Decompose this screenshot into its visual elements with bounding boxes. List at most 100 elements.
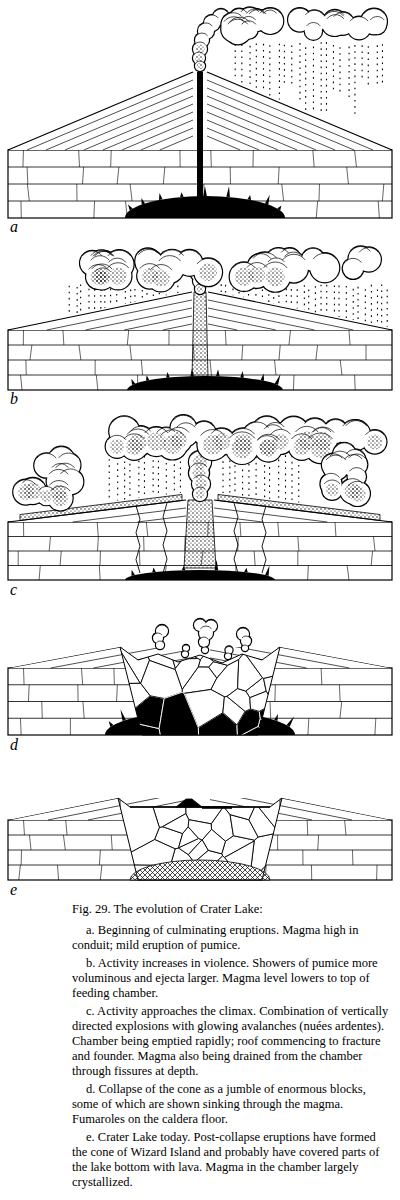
cone-layer	[65, 96, 193, 150]
bedrock-joint	[282, 184, 284, 201]
cloud-billow	[346, 450, 363, 454]
falling-pumice	[232, 289, 233, 296]
cloud-stipple	[350, 486, 366, 502]
lava-flow	[202, 806, 232, 809]
cloud-fill	[156, 625, 168, 637]
foundered-block	[227, 689, 251, 712]
bedrock-joint	[335, 522, 337, 537]
bedrock-joint	[39, 566, 40, 581]
bedrock-joint	[355, 150, 357, 167]
caption-note: a. Beginning of culminating eruptions. M…	[72, 923, 394, 953]
bedrock-joint	[41, 702, 43, 719]
falling-pumice	[368, 46, 369, 89]
cloud-billow	[304, 248, 322, 253]
crystallized-chamber	[130, 860, 270, 880]
bedrock-joint	[99, 850, 100, 865]
cloud-billow	[49, 481, 68, 486]
panel-d-section	[8, 618, 392, 739]
bedrock-joint	[254, 551, 255, 566]
bedrock-joint	[313, 150, 314, 167]
magma-dike	[159, 193, 163, 200]
bedrock-joint	[76, 184, 77, 201]
magma-dike	[244, 568, 248, 573]
cloud-fill	[225, 19, 250, 44]
roof-fracture	[163, 503, 167, 573]
caldera-outline	[120, 647, 280, 735]
bedrock-joint	[293, 375, 295, 390]
bedrock-joint	[99, 566, 101, 581]
cone-layer	[47, 300, 192, 330]
bedrock-joint	[95, 360, 96, 375]
cloud-billow	[112, 416, 136, 422]
falling-pumice	[158, 455, 159, 496]
falling-pumice	[305, 47, 306, 110]
cloud-billow	[228, 19, 248, 24]
magma-chamber	[125, 196, 285, 218]
bedrock-joint	[339, 685, 341, 702]
bedrock-joint	[22, 150, 24, 167]
falling-pumice	[222, 455, 223, 493]
caldera-outline	[118, 798, 282, 880]
bedrock-joint	[274, 685, 275, 702]
cloud-fill	[202, 647, 208, 653]
cloud-billow	[324, 11, 343, 16]
magma-conduit	[197, 72, 203, 200]
cloud-billow	[140, 264, 160, 269]
cloud-stipple	[163, 435, 182, 454]
cloud-billow	[157, 641, 163, 643]
falling-pumice	[241, 44, 242, 83]
cloud-fill	[345, 481, 370, 506]
cloud-stipple	[109, 267, 126, 284]
falling-pumice	[297, 289, 298, 308]
cloud-billow	[295, 426, 318, 432]
bedrock-joint	[275, 360, 276, 375]
collapsed-cone	[8, 634, 392, 668]
cone-layer	[210, 784, 392, 820]
cloud-billow	[271, 429, 291, 434]
bedrock-joint	[302, 850, 303, 865]
magma-dike	[216, 369, 220, 376]
panel-letter: a	[10, 218, 18, 235]
cloud-stipple	[326, 483, 339, 496]
cloud-billow	[211, 428, 232, 433]
cloud-billow	[93, 251, 114, 256]
cloud-billow	[108, 435, 126, 439]
cone-layer	[207, 112, 297, 150]
falling-pumice	[262, 289, 263, 301]
magma-dike	[248, 195, 252, 200]
caption-note: c. Activity approaches the climax. Combi…	[72, 1004, 394, 1079]
bedrock-joint	[113, 668, 114, 685]
falling-pumice	[129, 458, 130, 499]
falling-pumice	[381, 284, 382, 325]
cloud-billow	[157, 625, 167, 627]
bedrock-joint	[376, 865, 377, 880]
cloud-billow	[59, 453, 78, 458]
bedrock-joint	[60, 551, 61, 566]
cone-layer	[84, 104, 193, 150]
cloud-billow	[200, 626, 211, 629]
bedrock-joint	[97, 522, 98, 537]
bedrock-joint	[278, 522, 279, 537]
pumice-conduit	[192, 292, 208, 378]
cone-layer	[137, 516, 186, 522]
falling-pumice	[153, 454, 154, 496]
cloud-billow	[305, 419, 326, 424]
bedrock-joint	[352, 850, 353, 865]
bedrock-joint	[318, 184, 320, 201]
bedrock-joint	[298, 537, 299, 552]
magma-dike	[180, 192, 184, 197]
cloud-fill	[237, 628, 249, 640]
bedrock-joint	[225, 330, 227, 345]
cone-layer	[85, 308, 192, 330]
bedrock-joint	[96, 375, 98, 390]
cloud-billow	[22, 478, 43, 483]
cloud-billow	[263, 262, 287, 268]
bedrock-joint	[374, 718, 376, 735]
bedrock-joint	[289, 330, 291, 345]
cloud-stipple	[197, 286, 204, 293]
bedrock-joint	[19, 865, 21, 880]
foundered-block	[250, 691, 274, 711]
falling-pumice	[334, 285, 335, 316]
cone-layer	[46, 88, 193, 150]
